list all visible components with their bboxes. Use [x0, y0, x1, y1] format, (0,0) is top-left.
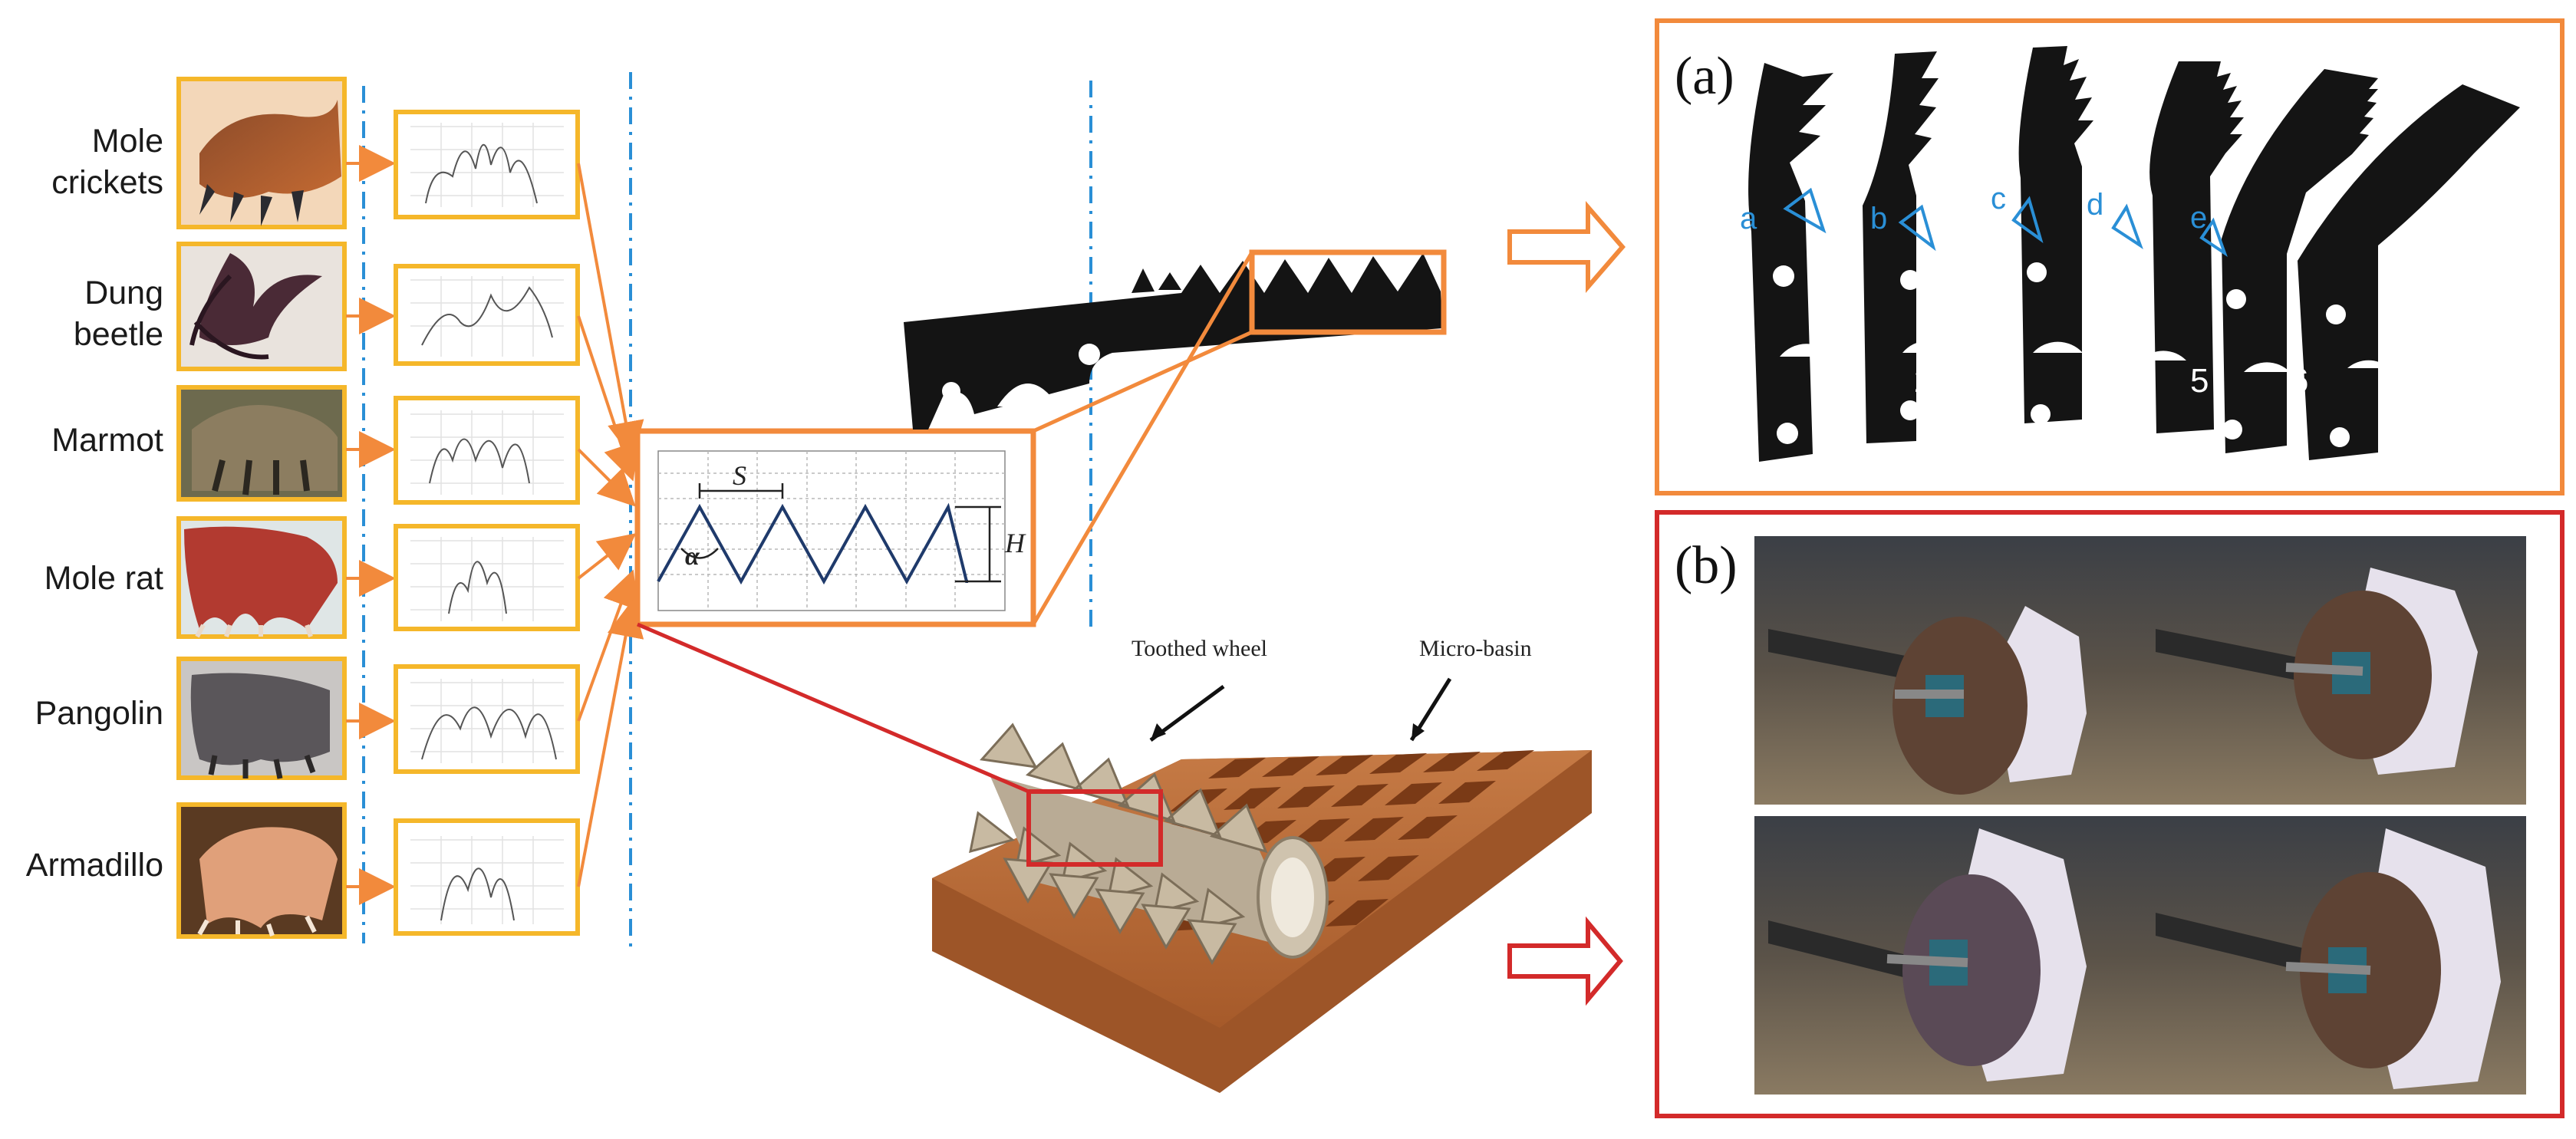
blade-2: [1863, 51, 1939, 443]
arrow-to-panel-a: [1507, 200, 1626, 294]
blade-1: [1748, 63, 1833, 462]
arrow-to-panel-b: [1507, 916, 1623, 1006]
angle-arc: [680, 548, 719, 559]
panel-a: (a) a b c d e 1 2 3: [1655, 18, 2564, 495]
label-mole-rat: Mole rat: [44, 560, 163, 597]
animal-labels: Mole crickets Dung beetle Marmot Mole ra…: [26, 123, 163, 884]
photo-top-left: [1754, 536, 2140, 805]
photo-bottom-right: [2139, 816, 2526, 1095]
photo-top-right: [2139, 536, 2526, 805]
label-armadillo: Armadillo: [26, 847, 163, 884]
profile-chart-4: [394, 524, 580, 631]
animal-thumbnails: [176, 77, 347, 939]
height-symbol: H: [1004, 528, 1026, 558]
spacing-symbol: S: [733, 460, 746, 491]
blade-number-1: 1: [1814, 367, 1833, 404]
angle-letter-c: c: [1991, 182, 2006, 216]
profile-chart-1: [394, 110, 580, 219]
serrated-blade: [904, 249, 1447, 626]
wheel-illustration: Toothed wheel Micro-basin: [637, 622, 1592, 1093]
profile-chart-3: [394, 396, 580, 505]
blade-zoom-box: [1249, 249, 1447, 335]
blade-body: [904, 253, 1442, 430]
angle-letter-d: d: [2087, 188, 2103, 222]
thumbnail-pangolin: [176, 657, 347, 780]
label-dung-beetle-line2: beetle: [74, 316, 163, 353]
micro-basin-label: Micro-basin: [1419, 636, 1532, 661]
profile-chart-5: [394, 664, 580, 774]
blade-number-5: 5: [2190, 362, 2209, 400]
label-pangolin: Pangolin: [35, 695, 163, 732]
toothed-wheel-label: Toothed wheel: [1132, 636, 1267, 661]
zigzag-profile-line: [657, 502, 968, 585]
blade-4: [2149, 61, 2244, 433]
blade-holes: [1773, 262, 2390, 447]
blade-hole: [1079, 344, 1100, 365]
angle-symbol: α: [685, 542, 700, 571]
label-dung-beetle-line1: Dung: [84, 275, 163, 311]
blade-number-4: 4: [2100, 362, 2119, 400]
blade-number-6: 6: [2290, 362, 2308, 400]
panel-b-label: (b): [1675, 536, 1738, 595]
blade-5: [2222, 69, 2378, 453]
thumbnail-marmot: [176, 385, 347, 502]
profile-chart-2: [394, 264, 580, 366]
wheel-zoom-box: [1026, 789, 1163, 867]
thumbnail-mole-crickets: [176, 77, 347, 229]
photo-bottom-left: [1754, 816, 2140, 1095]
blade-angle-marks: [1783, 187, 2228, 258]
profile-charts: [394, 110, 580, 936]
height-dimension: [955, 505, 1001, 583]
thumbnail-dung-beetle: [176, 242, 347, 371]
angle-letter-b: b: [1870, 202, 1887, 235]
label-mole-crickets-line1: Mole: [92, 123, 163, 160]
blade-number-3: 3: [2006, 362, 2024, 400]
label-marmot: Marmot: [51, 422, 163, 459]
label-mole-crickets-line2: crickets: [51, 164, 163, 201]
thumbnail-mole-rat: [176, 516, 347, 639]
thumbnail-armadillo: [176, 802, 347, 939]
profile-chart-6: [394, 818, 580, 936]
blade-3: [2018, 46, 2093, 423]
converging-arrows: [577, 163, 644, 887]
thumbnail-arrows: [346, 145, 396, 905]
angle-letter-a: a: [1740, 202, 1757, 235]
panel-a-label: (a): [1675, 47, 1734, 106]
blade-number-2: 2: [1914, 362, 1932, 400]
panel-b: (b): [1655, 510, 2564, 1118]
angle-letter-e: e: [2190, 201, 2207, 235]
zigzag-chart: S H α: [634, 428, 1036, 627]
